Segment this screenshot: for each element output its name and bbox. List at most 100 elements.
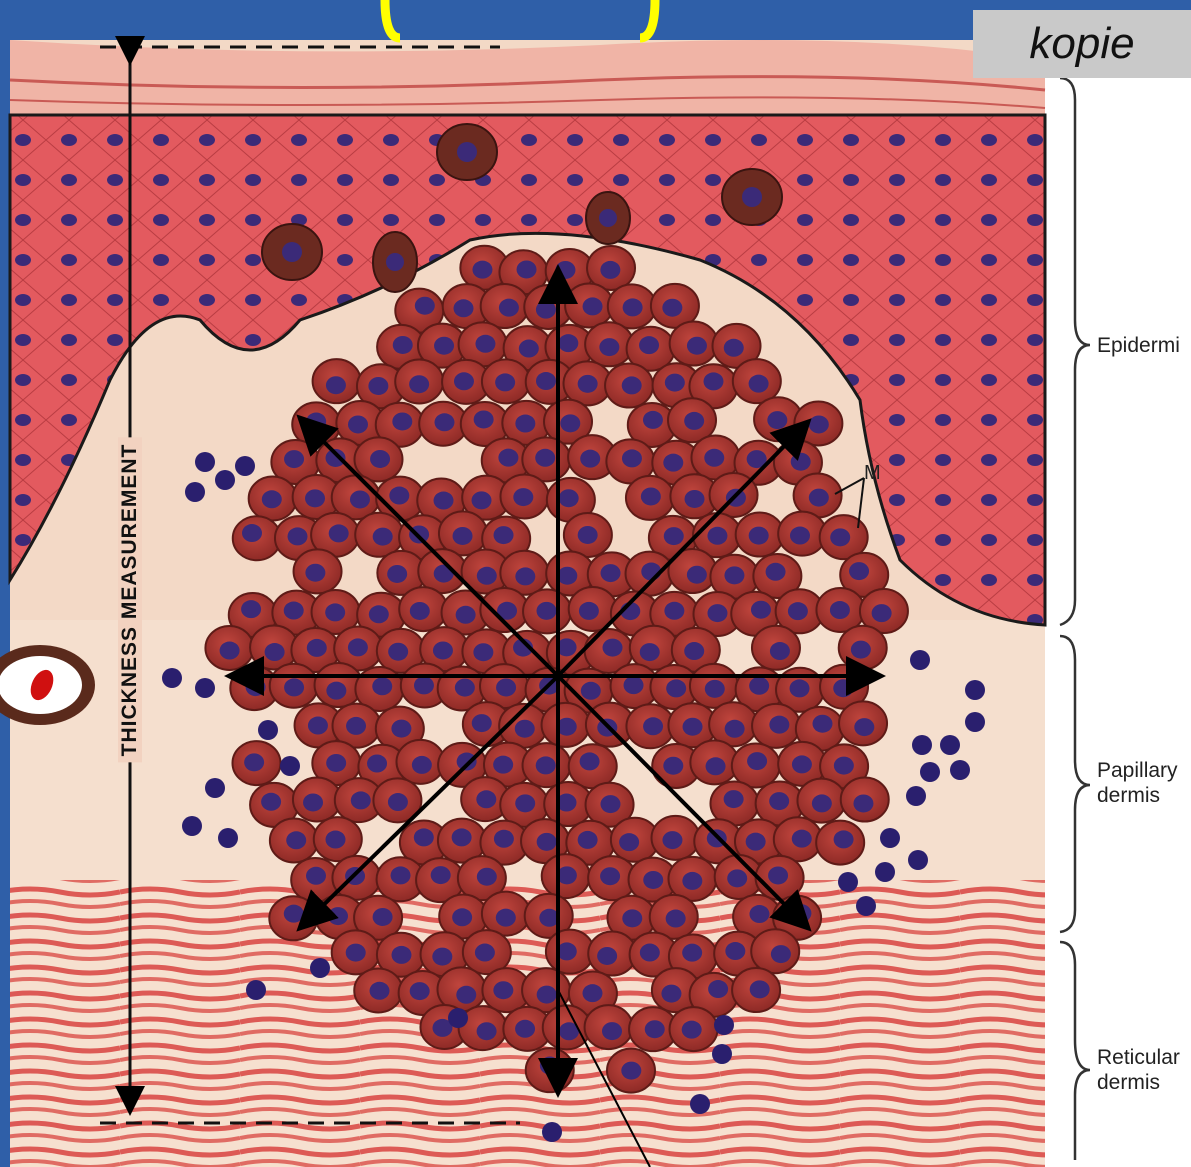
cell-nucleus bbox=[326, 376, 346, 394]
cell-nucleus bbox=[476, 790, 496, 808]
cell-nucleus bbox=[475, 944, 495, 962]
cell-nucleus bbox=[662, 831, 682, 849]
cell-nucleus bbox=[792, 830, 812, 848]
cell-nucleus bbox=[537, 833, 557, 851]
cell-nucleus bbox=[685, 490, 705, 508]
cell-nucleus bbox=[853, 794, 873, 812]
cell-nucleus bbox=[643, 411, 663, 429]
cell-nucleus bbox=[809, 489, 829, 507]
cell-nucleus bbox=[599, 338, 619, 356]
cell-nucleus bbox=[872, 604, 892, 622]
cell-nucleus bbox=[601, 564, 621, 582]
cell-nucleus bbox=[579, 602, 599, 620]
cell-nucleus bbox=[622, 449, 642, 467]
lymphocyte bbox=[910, 650, 930, 670]
cell-nucleus bbox=[477, 1022, 497, 1040]
cell-nucleus bbox=[391, 946, 411, 964]
cell-nucleus bbox=[602, 1022, 622, 1040]
cell-nucleus bbox=[580, 752, 600, 770]
cell-nucleus bbox=[495, 373, 515, 391]
lymphocyte bbox=[690, 1094, 710, 1114]
cell-nucleus bbox=[242, 524, 262, 542]
cell-nucleus bbox=[746, 833, 766, 851]
cell-nucleus bbox=[373, 528, 393, 546]
cell-nucleus bbox=[456, 986, 476, 1004]
cell-nucleus bbox=[578, 831, 598, 849]
cell-nucleus bbox=[622, 909, 642, 927]
cell-nucleus bbox=[749, 375, 769, 393]
cell-nucleus bbox=[368, 377, 388, 395]
cell-nucleus bbox=[499, 299, 519, 317]
cell-nucleus bbox=[666, 910, 686, 928]
layer-label-papillary-dermis: Papillary dermis bbox=[1097, 758, 1178, 808]
cell-nucleus bbox=[536, 602, 556, 620]
cell-nucleus bbox=[286, 831, 306, 849]
cell-nucleus bbox=[473, 643, 493, 661]
cell-nucleus bbox=[373, 908, 393, 926]
cell-nucleus bbox=[812, 794, 832, 812]
lymphocyte bbox=[856, 896, 876, 916]
cell-nucleus bbox=[560, 414, 580, 432]
cell-nucleus bbox=[771, 945, 791, 963]
cell-nucleus bbox=[747, 752, 767, 770]
cell-nucleus bbox=[303, 793, 323, 811]
lymphocyte bbox=[912, 735, 932, 755]
lymphocyte bbox=[195, 678, 215, 698]
cell-nucleus bbox=[643, 871, 663, 889]
cell-nucleus bbox=[410, 602, 430, 620]
cell-nucleus bbox=[415, 297, 435, 315]
cell-nucleus bbox=[578, 375, 598, 393]
cell-nucleus bbox=[456, 606, 476, 624]
cell-nucleus bbox=[662, 299, 682, 317]
cell-nucleus bbox=[472, 261, 492, 279]
cell-nucleus bbox=[578, 526, 598, 544]
cell-nucleus bbox=[809, 415, 829, 433]
lymphocyte bbox=[950, 760, 970, 780]
cell-nucleus bbox=[812, 715, 832, 733]
cell-nucleus bbox=[581, 682, 601, 700]
cell-nucleus bbox=[452, 908, 472, 926]
cell-nucleus bbox=[791, 453, 811, 471]
cell-nucleus bbox=[661, 985, 681, 1003]
cell-nucleus bbox=[475, 335, 495, 353]
cell-nucleus bbox=[433, 641, 453, 659]
cell-nucleus bbox=[431, 866, 451, 884]
cell-nucleus bbox=[705, 680, 725, 698]
cell-nucleus bbox=[621, 1062, 641, 1080]
cell-nucleus bbox=[326, 754, 346, 772]
cell-nucleus bbox=[284, 602, 304, 620]
cell-nucleus bbox=[664, 602, 684, 620]
cell-nucleus bbox=[767, 411, 787, 429]
cell-nucleus bbox=[305, 564, 325, 582]
lymphocyte bbox=[875, 862, 895, 882]
cell-nucleus bbox=[580, 450, 600, 468]
cell-nucleus bbox=[687, 566, 707, 584]
cell-nucleus bbox=[329, 524, 349, 542]
cell-nucleus bbox=[351, 791, 371, 809]
cell-nucleus bbox=[262, 490, 282, 508]
cell-nucleus bbox=[769, 716, 789, 734]
cell-nucleus bbox=[372, 677, 392, 695]
cell-nucleus bbox=[498, 449, 518, 467]
lymphocyte bbox=[195, 452, 215, 472]
cell-nucleus bbox=[834, 757, 854, 775]
cell-nucleus bbox=[472, 491, 492, 509]
cell-nucleus bbox=[725, 720, 745, 738]
cell-nucleus bbox=[682, 944, 702, 962]
cell-nucleus bbox=[434, 337, 454, 355]
cell-nucleus bbox=[515, 415, 535, 433]
cell-nucleus bbox=[641, 487, 661, 505]
lymphocyte bbox=[542, 1122, 562, 1142]
cell-nucleus bbox=[600, 867, 620, 885]
cell-nucleus bbox=[513, 488, 533, 506]
lymphocyte bbox=[182, 816, 202, 836]
cell-nucleus bbox=[367, 755, 387, 773]
lymphocyte bbox=[218, 828, 238, 848]
cell-nucleus bbox=[455, 679, 475, 697]
cell-nucleus bbox=[389, 487, 409, 505]
cell-nucleus bbox=[708, 980, 728, 998]
cell-nucleus bbox=[707, 604, 727, 622]
cell-nucleus bbox=[725, 942, 745, 960]
